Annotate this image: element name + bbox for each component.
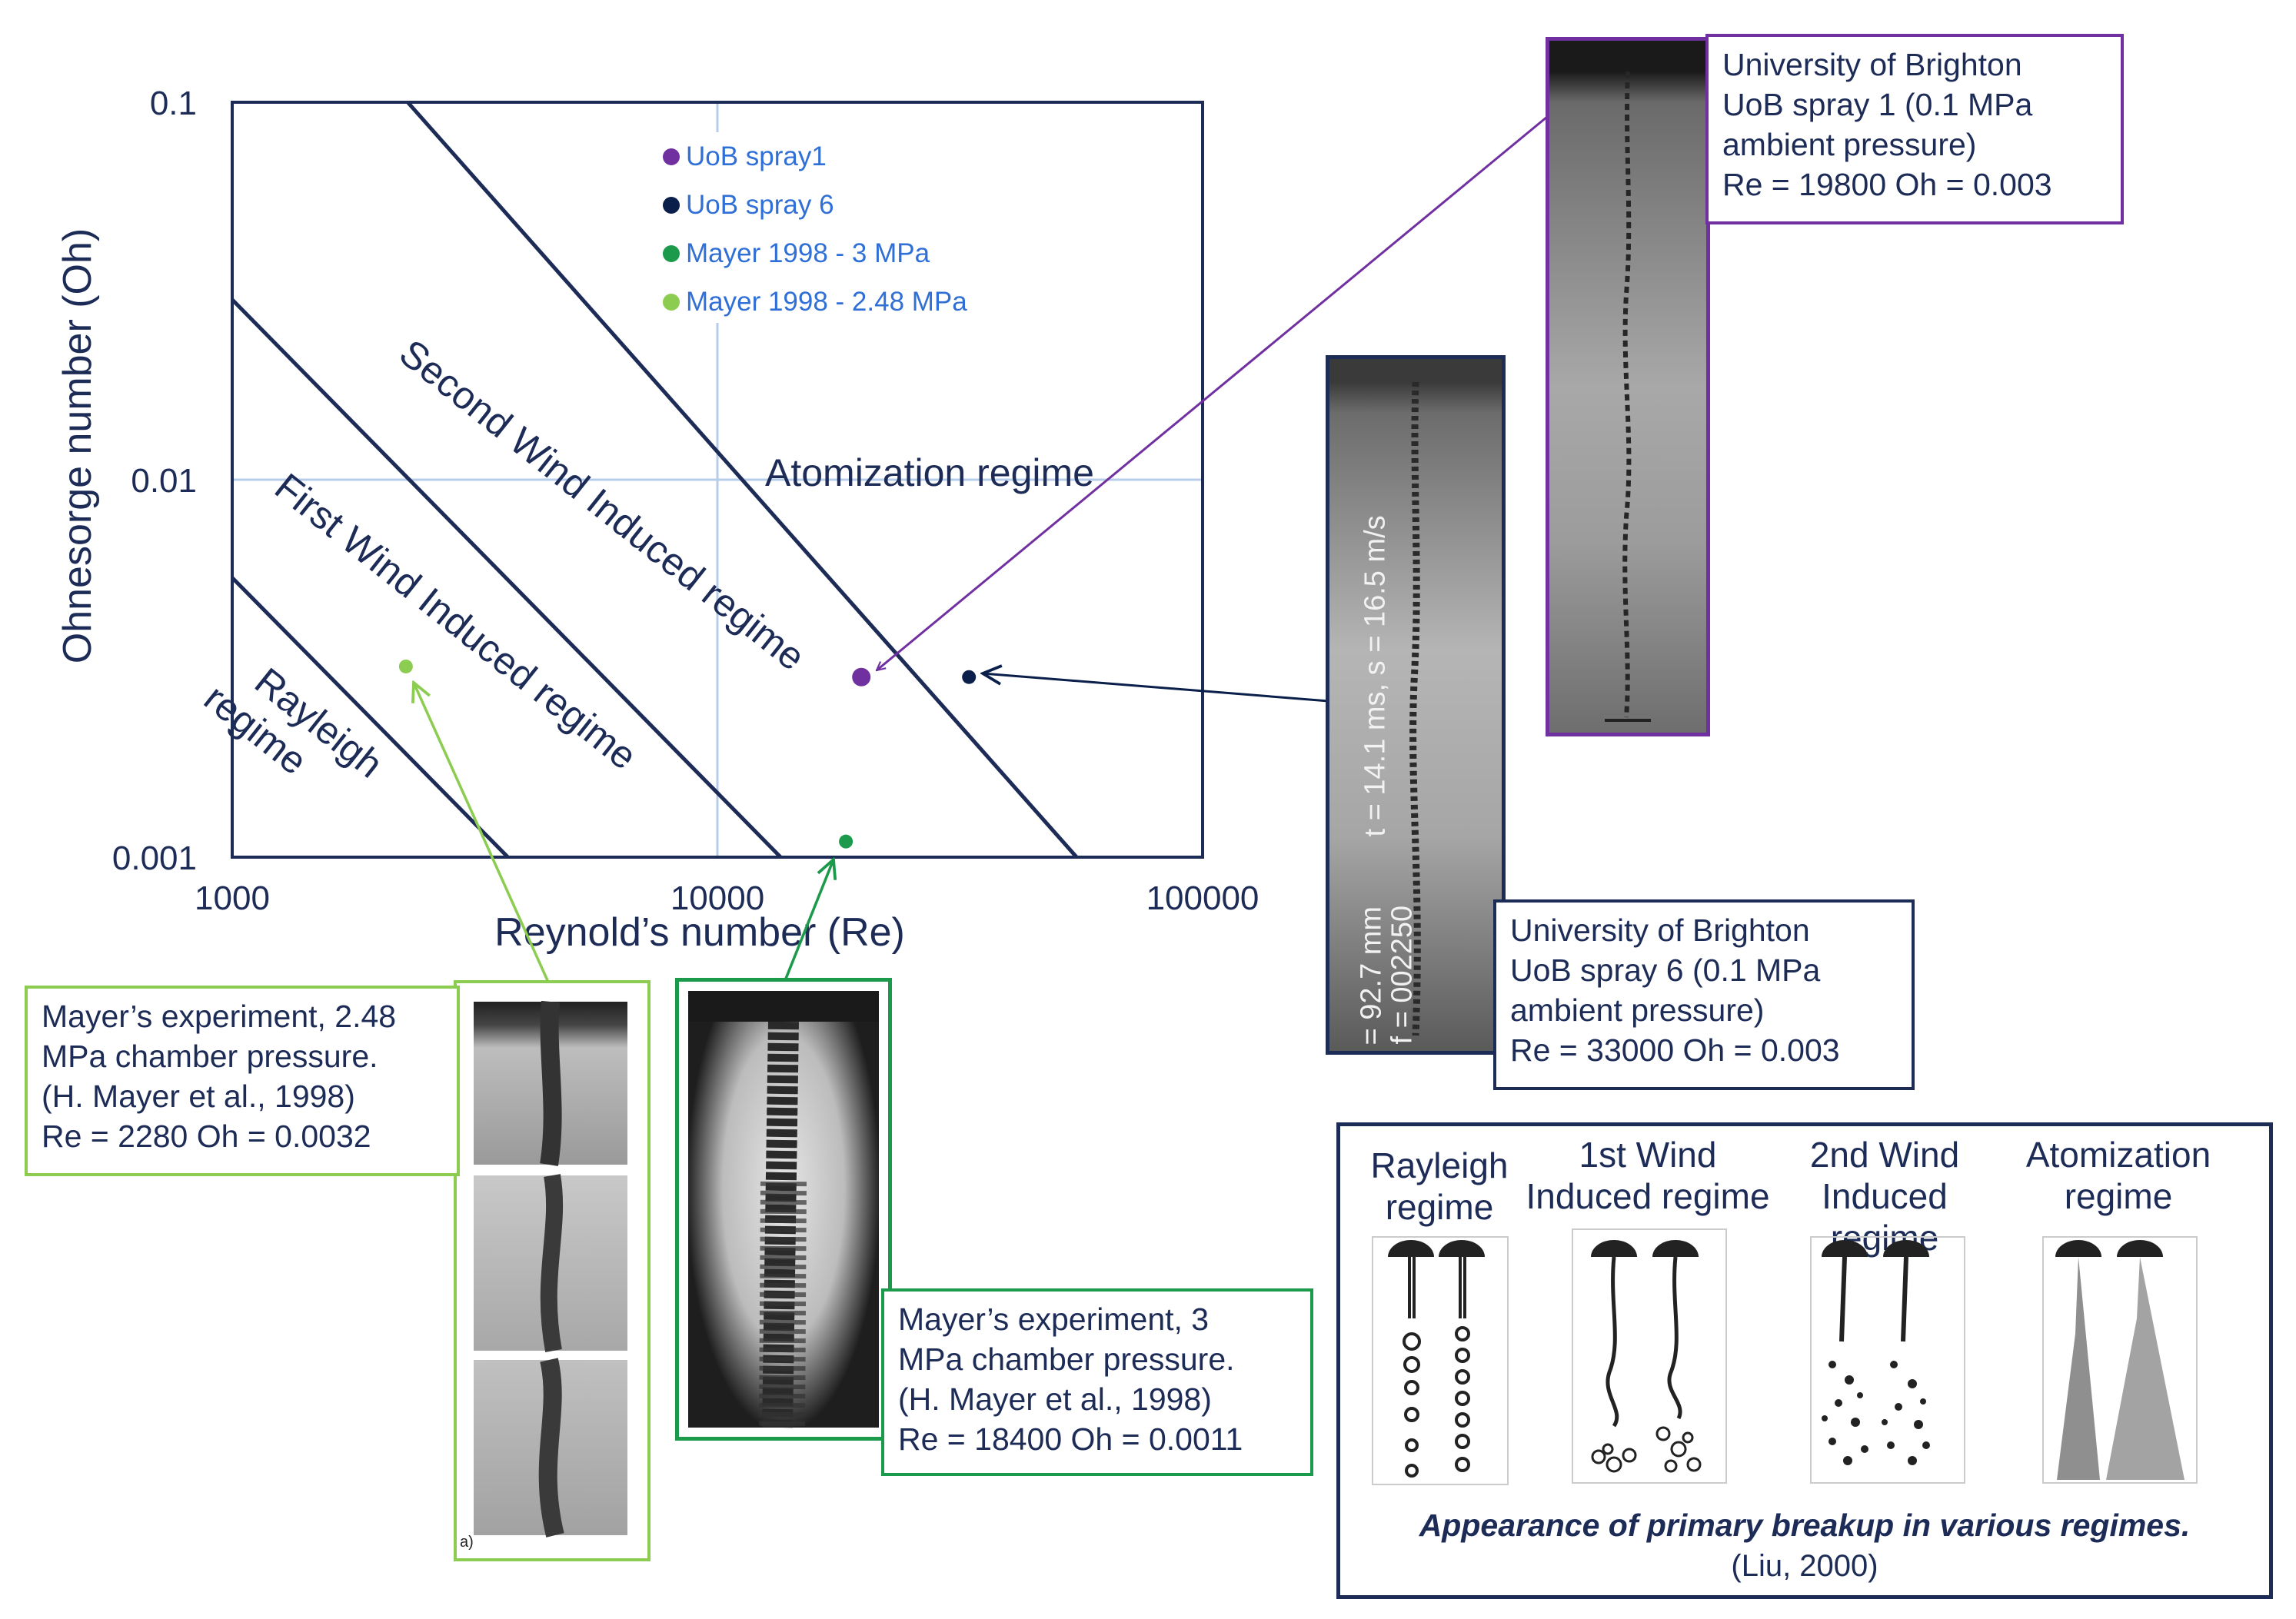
y-tick-label-0.001: 0.001: [112, 839, 197, 877]
legend-item-uob1: UoB spray1: [663, 141, 827, 172]
mayer248-callout-line3: (H. Mayer et al., 1998): [42, 1079, 355, 1114]
mayer248-callout-line4: Re = 2280 Oh = 0.0032: [42, 1119, 371, 1154]
y-axis-label: Ohnesorge number (Oh): [55, 228, 100, 664]
data-point-mayer-1998-2-48-mpa: [398, 659, 413, 673]
mayer-3-jet: [688, 991, 879, 1428]
uob1-callout-line2: UoB spray 1 (0.1 MPa: [1722, 87, 2033, 122]
legend-label-mayer248: Mayer 1998 - 2.48 MPa: [686, 287, 967, 317]
legend-label-uob1: UoB spray1: [686, 141, 827, 171]
x-tick-label-10000: 10000: [670, 879, 764, 917]
data-points: [398, 659, 977, 849]
atomization-regime-label: Atomization regime: [765, 451, 1094, 494]
rayleigh-regime-label: Rayleighregime: [196, 641, 391, 821]
arrow-mayer3: [783, 859, 834, 983]
mayer3-callout-line1: Mayer’s experiment, 3: [898, 1302, 1210, 1337]
rayleigh-sketch: [1372, 1236, 1509, 1485]
legend-marker-mayer3: [663, 245, 680, 262]
x-tick-label-1000: 1000: [195, 879, 270, 917]
uob6-callout-line4: Re = 33000 Oh = 0.003: [1510, 1032, 1840, 1068]
legend-label-mayer3: Mayer 1998 - 3 MPa: [686, 238, 930, 268]
uob1-callout: University of Brighton UoB spray 1 (0.1 …: [1705, 34, 2124, 224]
arrow-mayer248: [414, 683, 551, 986]
tick-labels: 1000 10000 100000 0.1 0.01 0.001: [112, 85, 1259, 917]
uob6-callout-line3: ambient pressure): [1510, 992, 1765, 1028]
regimes-figure-source: (Liu, 2000): [1731, 1549, 1878, 1583]
arrow-uob6: [983, 673, 1329, 703]
uob1-callout-line1: University of Brighton: [1722, 47, 2022, 82]
atomization-sketch: [2042, 1236, 2198, 1484]
data-point-uob-spray-6: [962, 670, 977, 684]
y-tick-label-0.01: 0.01: [131, 462, 197, 500]
regime-boundaries: [231, 101, 1079, 859]
uob-spray1-photo: [1546, 37, 1710, 736]
mayer248-callout-line1: Mayer’s experiment, 2.48: [42, 999, 397, 1034]
uob6-callout-line1: University of Brighton: [1510, 913, 1810, 948]
plot-frame: [231, 101, 1204, 859]
legend-item-uob6: UoB spray 6: [663, 190, 834, 221]
second-wind-sketch: [1810, 1236, 1965, 1484]
uob-spray1-jet: [1605, 71, 1651, 722]
legend-marker-uob1: [663, 148, 680, 165]
mayer-248-jet: [538, 1000, 564, 1538]
legend-marker-uob6: [663, 197, 680, 214]
legend-item-mayer248: Mayer 1998 - 2.48 MPa: [663, 287, 967, 317]
regime-boundary-2: [231, 298, 783, 859]
uob1-callout-line4: Re = 19800 Oh = 0.003: [1722, 167, 2052, 202]
mayer3-callout: Mayer’s experiment, 3 MPa chamber pressu…: [881, 1288, 1313, 1476]
uob-spray6-photo: t = 14.1 ms, s = 16.5 m/s l = 92.7 mm f …: [1326, 355, 1506, 1055]
uob6-time-speed-label: t = 14.1 ms, s = 16.5 m/s: [1359, 515, 1392, 837]
uob6-callout: University of Brighton UoB spray 6 (0.1 …: [1493, 899, 1915, 1090]
x-tick-label-100000: 100000: [1146, 879, 1259, 917]
regime-boundary-1: [231, 576, 510, 859]
mayer-3-photo: [675, 978, 892, 1441]
legend: UoB spray1 UoB spray 6 Mayer 1998 - 3 MP…: [629, 132, 1026, 323]
uob1-callout-line3: ambient pressure): [1722, 127, 1977, 162]
mayer3-callout-line4: Re = 18400 Oh = 0.0011: [898, 1421, 1243, 1457]
legend-marker-mayer248: [663, 294, 680, 311]
mayer3-callout-line3: (H. Mayer et al., 1998): [898, 1381, 1212, 1417]
mayer-248-photo: a): [454, 980, 651, 1561]
legend-label-uob6: UoB spray 6: [686, 190, 834, 220]
regimes-figure-caption: Appearance of primary breakup in various…: [1419, 1508, 2191, 1543]
first-wind-sketch: [1572, 1228, 1727, 1484]
mayer248-callout: Mayer’s experiment, 2.48 MPa chamber pre…: [25, 986, 460, 1176]
y-tick-label-0.1: 0.1: [150, 85, 197, 122]
uob6-callout-line2: UoB spray 6 (0.1 MPa: [1510, 952, 1821, 988]
mayer248-callout-line2: MPa chamber pressure.: [42, 1039, 378, 1074]
uob-spray6-jet: [1409, 381, 1421, 1036]
uob6-length-label: l = 92.7 mm: [1355, 906, 1388, 1055]
x-axis-label: Reynold’s number (Re): [494, 910, 905, 955]
uob6-frame-label: f = 002250: [1386, 905, 1419, 1045]
mayer-248-panel-label: a): [460, 1534, 474, 1551]
regime-boundary-3: [406, 101, 1079, 859]
arrow-uob1: [877, 115, 1548, 670]
data-point-uob-spray1: [852, 667, 871, 686]
regime-sketches: [1372, 1228, 2198, 1485]
legend-item-mayer3: Mayer 1998 - 3 MPa: [663, 238, 930, 269]
mayer3-callout-line2: MPa chamber pressure.: [898, 1341, 1235, 1377]
data-point-mayer-1998-3-mpa: [839, 834, 854, 849]
